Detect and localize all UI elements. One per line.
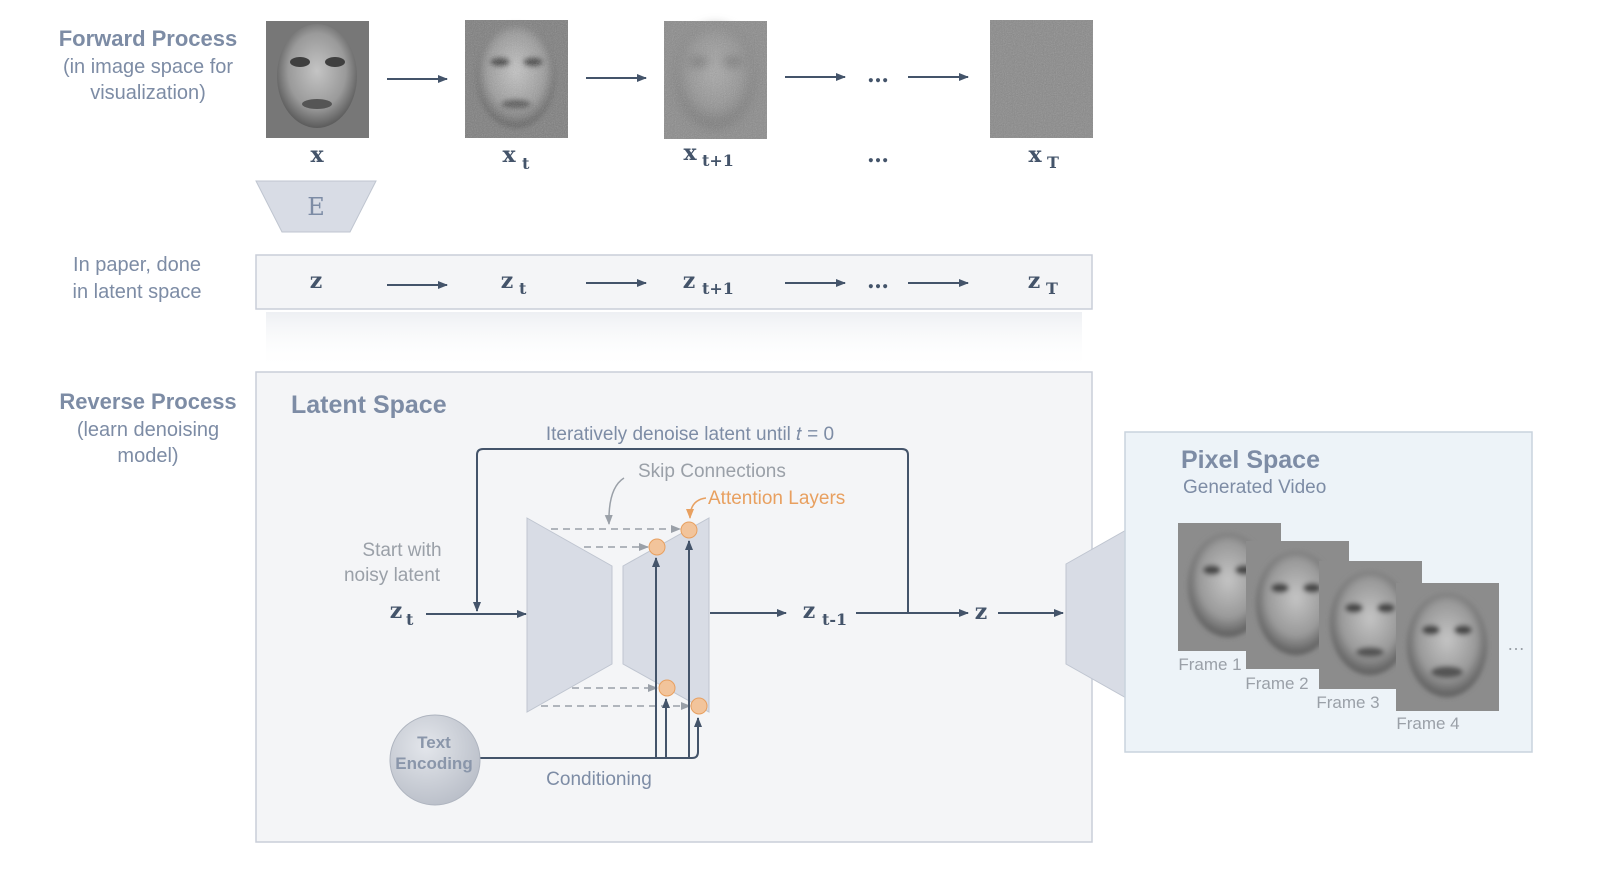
forward-subtitle-2: visualization) (90, 82, 206, 104)
more-frames-dots: … (1507, 634, 1525, 654)
skip-connections-label: Skip Connections (638, 461, 786, 482)
pixel-space-title: Pixel Space (1181, 446, 1320, 474)
loop-label: Iteratively denoise latent until 𝑡 = 0 (546, 424, 834, 445)
forward-label-x: x (310, 142, 324, 168)
forward-title: Forward Process (59, 26, 238, 51)
latent-label-zt1: z (683, 268, 696, 294)
forward-label-dots: … (867, 142, 889, 168)
attention-layers-label: Attention Layers (708, 488, 845, 509)
forward-label-xT: x (1028, 142, 1042, 168)
latent-label-dots: … (867, 268, 889, 294)
z-t-sub: t (406, 610, 414, 629)
forward-dots: … (867, 62, 889, 88)
conditioning-lines (480, 540, 702, 759)
forward-label-xt: x (502, 142, 516, 168)
unet-encoder (526, 517, 613, 713)
z-t-label: z (390, 598, 403, 624)
conditioning-label: Conditioning (546, 769, 652, 790)
text-encoding-label-2: Encoding (395, 754, 472, 773)
latent-label-zt: z (501, 268, 514, 294)
latent-sub-T: T (1046, 279, 1058, 298)
latent-space-title: Latent Space (291, 391, 447, 419)
video-frame-4 (1396, 583, 1499, 711)
reverse-subtitle-2: model) (117, 445, 178, 467)
forward-image-xT (990, 20, 1093, 138)
attention-nodes (648, 521, 708, 715)
latent-note-1: In paper, done (73, 254, 201, 276)
forward-subtitle-1: (in image space for (63, 56, 233, 78)
forward-image-xt1 (664, 21, 767, 139)
latent-sub-t1: t+1 (702, 279, 734, 298)
skip-connections-pointer (604, 477, 625, 525)
forward-arrows (387, 73, 969, 83)
pixel-space-subtitle: Generated Video (1183, 477, 1326, 498)
z-out-label: z (975, 599, 988, 625)
latent-note-2: in latent space (73, 281, 202, 303)
frame-1-label: Frame 1 (1178, 655, 1241, 674)
encoder-block: E (255, 180, 377, 233)
forward-sub-t: t (522, 154, 530, 173)
latent-arrows (387, 279, 969, 289)
forward-sub-T: T (1047, 153, 1059, 172)
forward-image-xt (465, 20, 568, 138)
latent-strip-shadow (266, 312, 1082, 370)
z-t1-label: z (803, 598, 816, 624)
text-encoding-label-1: Text (417, 733, 451, 752)
reverse-subtitle-1: (learn denoising (77, 419, 219, 441)
loop-arrow (473, 448, 909, 612)
forward-sub-t1: t+1 (702, 151, 734, 170)
latent-sub-t: t (519, 279, 527, 298)
frame-4-label: Frame 4 (1396, 714, 1459, 733)
reverse-title: Reverse Process (59, 389, 236, 414)
start-label-1: Start with (362, 540, 441, 561)
unet-decoder (622, 517, 710, 713)
latent-label-z: z (310, 268, 323, 294)
attention-pointer (686, 497, 707, 519)
latent-label-zT: z (1028, 268, 1041, 294)
start-label-2: noisy latent (344, 565, 441, 586)
z-t1-sub: t-1 (822, 610, 847, 629)
encoder-label: E (307, 193, 325, 221)
forward-image-x (266, 21, 369, 138)
frame-3-label: Frame 3 (1316, 693, 1379, 712)
forward-label-xt1: x (683, 140, 697, 166)
text-encoding-node: Text Encoding (389, 714, 481, 806)
frame-2-label: Frame 2 (1245, 674, 1308, 693)
